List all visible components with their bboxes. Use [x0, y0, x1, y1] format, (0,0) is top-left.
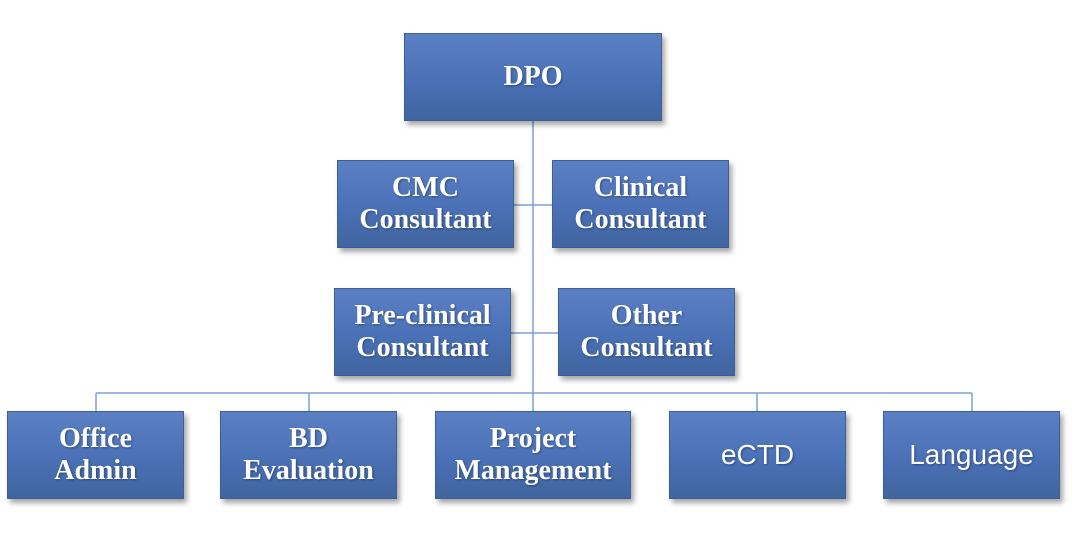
node-clinical-consultant-label: Clinical Consultant — [574, 172, 707, 235]
node-cmc-consultant-label: CMC Consultant — [359, 172, 492, 235]
node-ectd-label: eCTD — [720, 439, 795, 470]
node-preclinical-consultant-label: Pre-clinical Consultant — [354, 300, 491, 363]
node-project-management: Project Management — [435, 411, 631, 499]
node-preclinical-consultant: Pre-clinical Consultant — [334, 288, 511, 376]
node-dpo: DPO — [404, 33, 662, 121]
node-language-label: Language — [909, 439, 1034, 470]
node-bd-evaluation-label: BD Evaluation — [243, 423, 374, 486]
node-cmc-consultant: CMC Consultant — [337, 160, 514, 248]
node-language: Language — [883, 411, 1060, 499]
node-bd-evaluation: BD Evaluation — [220, 411, 397, 499]
node-ectd: eCTD — [669, 411, 846, 499]
node-clinical-consultant: Clinical Consultant — [552, 160, 729, 248]
node-other-consultant: Other Consultant — [558, 288, 735, 376]
node-office-admin-label: Office Admin — [54, 423, 137, 486]
node-project-management-label: Project Management — [454, 423, 612, 486]
node-office-admin: Office Admin — [7, 411, 184, 499]
node-other-consultant-label: Other Consultant — [580, 300, 713, 363]
node-dpo-label: DPO — [503, 61, 563, 92]
